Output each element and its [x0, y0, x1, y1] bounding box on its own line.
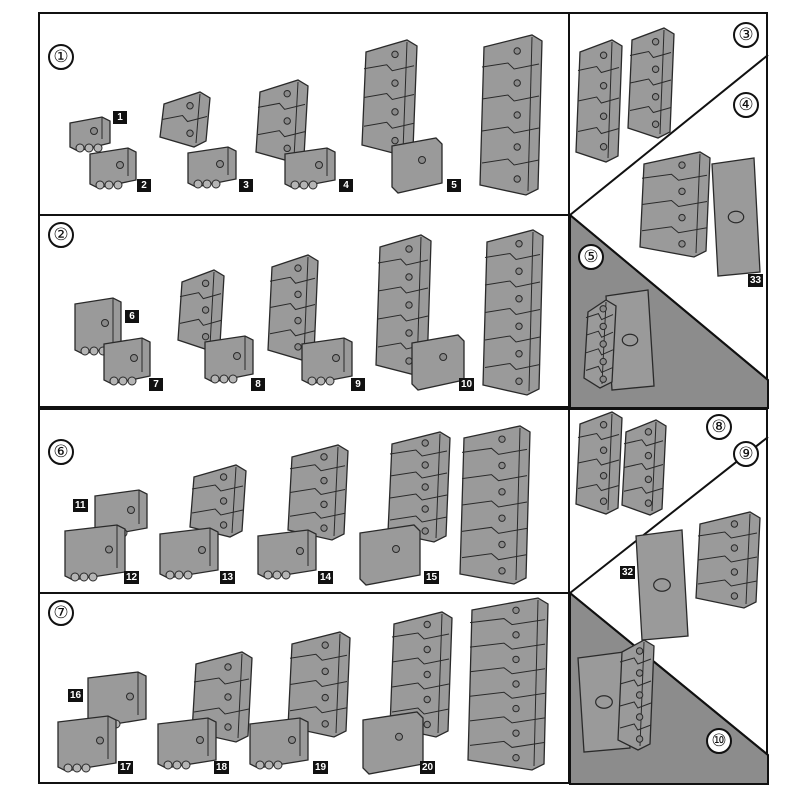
part-16-tag: 16: [68, 689, 84, 702]
part-32-piece: [635, 529, 689, 641]
part-11-tag: 11: [73, 499, 88, 512]
part-33-piece: [711, 157, 761, 277]
step-4-label: ④: [733, 92, 759, 118]
step-6-label: ⑥: [48, 439, 74, 465]
step-3-label: ③: [733, 22, 759, 48]
part-15-tag: 15: [424, 571, 440, 584]
part-33-tag: 33: [748, 274, 764, 287]
step1-assembly-b: [255, 79, 309, 163]
part-13-piece: [159, 527, 219, 579]
step7-assembly-d: [467, 597, 549, 771]
part-18-piece: [157, 717, 217, 769]
part-17-tag: 17: [118, 761, 134, 774]
part-2-tag: 2: [137, 179, 151, 192]
step3-right-half: [627, 27, 675, 139]
step9-assembly: [695, 511, 761, 609]
part-12-piece: [64, 524, 126, 581]
step-5-label: ⑤: [578, 244, 604, 270]
part-8-piece: [204, 335, 254, 383]
step6-assembly-d: [459, 425, 531, 585]
part-10-piece: [411, 334, 465, 391]
step6-assembly-b: [287, 444, 349, 541]
part-5-piece: [391, 137, 443, 194]
part-14-tag: 14: [318, 571, 334, 584]
step-7-label: ⑦: [48, 600, 74, 626]
part-8-tag: 8: [251, 378, 265, 391]
step1-assembly-d: [479, 34, 543, 196]
step-2-label: ②: [48, 222, 74, 248]
part-9-tag: 9: [351, 378, 365, 391]
step1-assembly-c: [361, 39, 418, 156]
part-5-tag: 5: [447, 179, 461, 192]
part-3-tag: 3: [239, 179, 253, 192]
step8-left-half: [575, 411, 623, 515]
part-20-tag: 20: [420, 761, 436, 774]
part-19-piece: [249, 717, 309, 769]
part-6-tag: 6: [125, 310, 139, 323]
part-13-tag: 13: [220, 571, 236, 584]
part-20-piece: [362, 711, 424, 775]
part-10-tag: 10: [459, 378, 475, 391]
part-7-tag: 7: [149, 378, 163, 391]
part-4-tag: 4: [339, 179, 353, 192]
step2-assembly-d: [482, 229, 544, 396]
part-19-tag: 19: [313, 761, 329, 774]
part-7-piece: [103, 337, 151, 385]
step2-assembly-a: [177, 269, 225, 351]
step-9-label: ⑨: [733, 441, 759, 467]
part-15-piece: [359, 524, 421, 586]
step6-assembly-c: [387, 431, 451, 543]
step6-assembly-a: [189, 464, 247, 538]
part-1-tag: 1: [113, 111, 127, 124]
step-10-label: ⑩: [706, 728, 732, 754]
step3-left-half: [575, 39, 623, 163]
step-1-label: ①: [48, 44, 74, 70]
part-18-tag: 18: [214, 761, 230, 774]
step8-right-half: [621, 419, 667, 516]
part-32-tag: 32: [620, 566, 636, 579]
step1-assembly-a: [159, 91, 211, 148]
step-8-label: ⑧: [706, 414, 732, 440]
part-12-tag: 12: [124, 571, 140, 584]
step10-plate: [577, 651, 631, 753]
part-17-piece: [57, 715, 117, 772]
